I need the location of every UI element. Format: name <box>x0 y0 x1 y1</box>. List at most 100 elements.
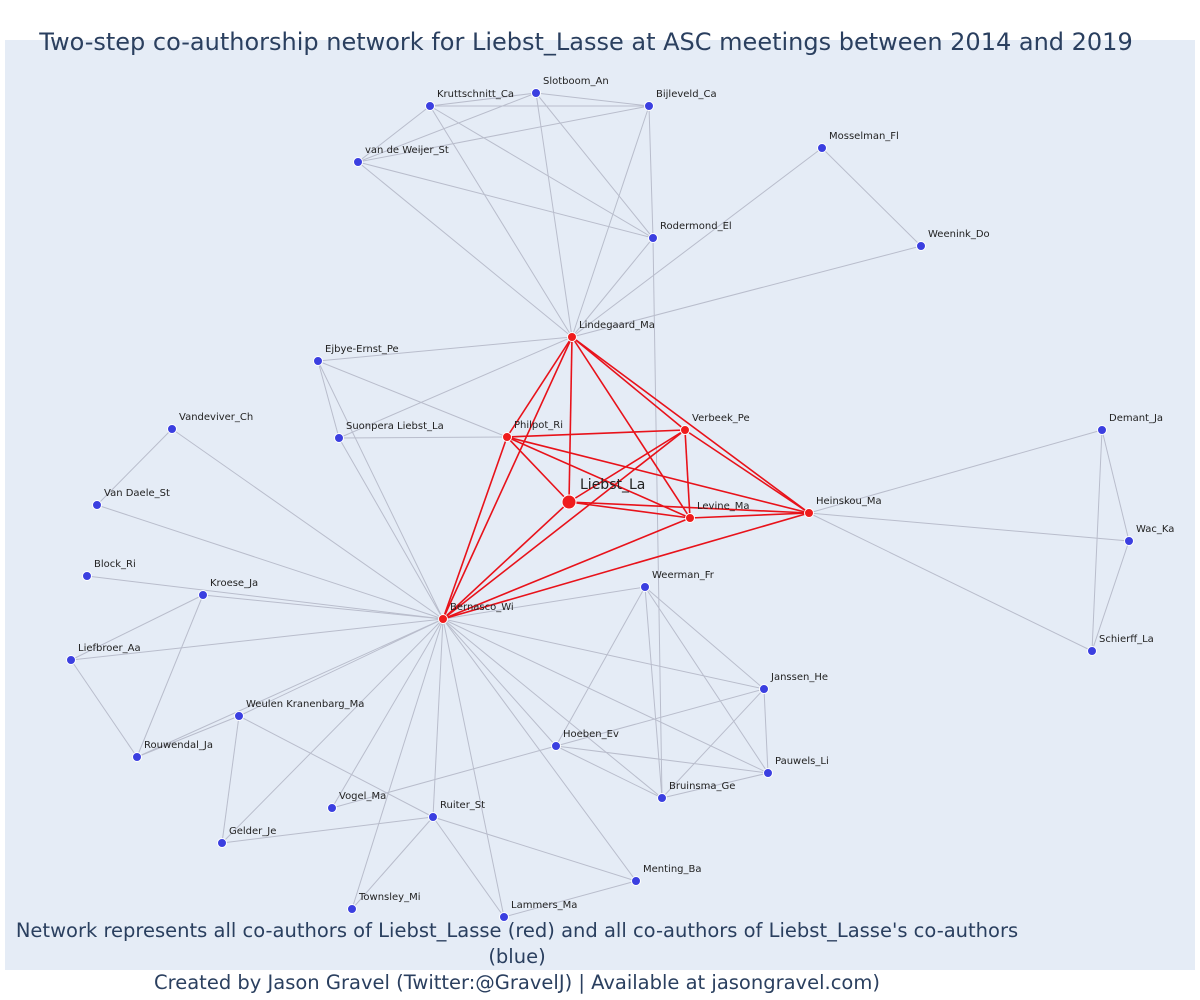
gray-edge-ruiter-st--bernasco-wi <box>432 618 444 818</box>
node-block-ri[interactable] <box>82 571 92 581</box>
node-liebst-la[interactable] <box>561 494 577 510</box>
node-lindegaard-ma[interactable] <box>567 332 577 342</box>
gray-edge-ejbye-ernst-pe--bernasco-wi <box>317 360 444 620</box>
gray-edge-pauwels-li--bernasco-wi <box>442 618 769 774</box>
red-edge-philpot-ri--levine-ma <box>506 436 691 519</box>
gray-edge-hoeben-ev--bernasco-wi <box>442 618 557 747</box>
red-edge-levine-ma--bernasco-wi <box>442 517 691 620</box>
gray-edge-ejbye-ernst-pe--lindegaard-ma <box>317 336 573 362</box>
red-edge-philpot-ri--heinskou-ma <box>506 436 810 514</box>
gray-edge-rodermond-el--bruinsma-ge <box>652 237 663 799</box>
node-label-lindegaard-ma: Lindegaard_Ma <box>579 320 655 331</box>
node-gelder-je[interactable] <box>217 838 227 848</box>
node-label-rodermond-el: Rodermond_El <box>660 221 732 232</box>
gray-edge-hoeben-ev--bruinsma-ge <box>555 745 663 799</box>
node-label-bijleveld-ca: Bijleveld_Ca <box>656 89 717 100</box>
node-townsley-mi[interactable] <box>347 904 357 914</box>
node-label-bruinsma-ge: Bruinsma_Ge <box>669 781 735 792</box>
node-label-weenink-do: Weenink_Do <box>928 229 990 240</box>
red-edge-philpot-ri--bernasco-wi <box>442 436 508 620</box>
node-mosselman-fl[interactable] <box>817 143 827 153</box>
node-verbeek-pe[interactable] <box>680 425 690 435</box>
node-slotboom-an[interactable] <box>531 88 541 98</box>
gray-edge-kruttschnitt-ca--slotboom-an <box>429 92 537 107</box>
gray-edge-rodermond-el--lindegaard-ma <box>571 237 654 338</box>
gray-edge-van-de-weijer-st--rodermond-el <box>357 161 654 239</box>
node-menting-ba[interactable] <box>631 876 641 886</box>
gray-edge-van-de-weijer-st--lindegaard-ma <box>357 161 573 338</box>
gray-edge-townsley-mi--bernasco-wi <box>351 618 444 910</box>
chart-title: Two-step co-authorship network for Liebs… <box>39 28 1133 56</box>
gray-edge-weulen-kranenbarg-ma--rouwendal-ja <box>136 715 240 758</box>
node-vandeviver-ch[interactable] <box>167 424 177 434</box>
node-suonpera-liebst-la[interactable] <box>334 433 344 443</box>
gray-edge-ruiter-st--townsley-mi <box>351 816 434 910</box>
node-label-kruttschnitt-ca: Kruttschnitt_Ca <box>437 89 514 100</box>
node-hoeben-ev[interactable] <box>551 741 561 751</box>
plot-background <box>5 40 1195 970</box>
node-label-wac-ka: Wac_Ka <box>1136 524 1174 535</box>
node-levine-ma[interactable] <box>685 513 695 523</box>
node-label-levine-ma: Levine_Ma <box>697 501 750 512</box>
gray-edge-demant-ja--schierff-la <box>1091 429 1103 652</box>
node-bruinsma-ge[interactable] <box>657 793 667 803</box>
gray-edge-kroese-ja--rouwendal-ja <box>136 594 204 758</box>
node-label-janssen-he: Janssen_He <box>770 672 828 683</box>
gray-edge-ejbye-ernst-pe--philpot-ri <box>317 360 508 438</box>
gray-edge-heinskou-ma--demant-ja <box>808 429 1103 514</box>
gray-edge-liefbroer-aa--rouwendal-ja <box>70 659 138 758</box>
gray-edge-menting-ba--lammers-ma <box>503 880 637 918</box>
node-wac-ka[interactable] <box>1124 536 1134 546</box>
node-vogel-ma[interactable] <box>327 803 337 813</box>
gray-edge-ruiter-st--menting-ba <box>432 816 637 882</box>
red-edge-verbeek-pe--levine-ma <box>684 429 691 519</box>
node-bernasco-wi[interactable] <box>438 614 448 624</box>
gray-edge-weerman-fr--pauwels-li <box>644 586 769 774</box>
red-edge-liebst-la--lindegaard-ma <box>568 336 573 503</box>
node-weerman-fr[interactable] <box>640 582 650 592</box>
gray-edge-bijleveld-ca--lindegaard-ma <box>571 105 650 338</box>
node-rouwendal-ja[interactable] <box>132 752 142 762</box>
node-schierff-la[interactable] <box>1087 646 1097 656</box>
gray-edge-heinskou-ma--wac-ka <box>808 512 1130 542</box>
node-demant-ja[interactable] <box>1097 425 1107 435</box>
gray-edge-kroese-ja--bernasco-wi <box>202 594 444 620</box>
node-philpot-ri[interactable] <box>502 432 512 442</box>
gray-edge-demant-ja--wac-ka <box>1101 429 1130 542</box>
red-edge-liebst-la--philpot-ri <box>506 436 570 503</box>
node-label-philpot-ri: Philpot_Ri <box>514 420 563 431</box>
gray-edge-rouwendal-ja--bernasco-wi <box>136 618 444 758</box>
node-label-vandeviver-ch: Vandeviver_Ch <box>179 412 253 423</box>
node-label-suonpera-liebst-la: Suonpera Liebst_La <box>346 421 444 432</box>
footer-caption: Network represents all co-authors of Lie… <box>0 918 1034 996</box>
node-labels: Liebst_LaLindegaard_MaPhilpot_RiVerbeek_… <box>78 76 1174 911</box>
node-lammers-ma[interactable] <box>499 912 509 922</box>
node-kroese-ja[interactable] <box>198 590 208 600</box>
node-label-hoeben-ev: Hoeben_Ev <box>563 729 619 740</box>
node-label-weerman-fr: Weerman_Fr <box>652 570 715 581</box>
node-kruttschnitt-ca[interactable] <box>425 101 435 111</box>
node-van-de-weijer-st[interactable] <box>353 157 363 167</box>
gray-edges <box>70 92 1130 918</box>
gray-edge-block-ri--bernasco-wi <box>86 575 444 620</box>
node-weenink-do[interactable] <box>916 241 926 251</box>
gray-edge-van-daele-st--bernasco-wi <box>96 504 444 620</box>
gray-edge-mosselman-fl--lindegaard-ma <box>571 147 823 338</box>
node-pauwels-li[interactable] <box>763 768 773 778</box>
node-weulen-kranenbarg-ma[interactable] <box>234 711 244 721</box>
node-heinskou-ma[interactable] <box>804 508 814 518</box>
nodes <box>66 88 1134 922</box>
node-janssen-he[interactable] <box>759 684 769 694</box>
node-rodermond-el[interactable] <box>648 233 658 243</box>
node-ruiter-st[interactable] <box>428 812 438 822</box>
node-label-van-daele-st: Van Daele_St <box>104 488 170 499</box>
node-liefbroer-aa[interactable] <box>66 655 76 665</box>
node-bijleveld-ca[interactable] <box>644 101 654 111</box>
node-van-daele-st[interactable] <box>92 500 102 510</box>
node-label-menting-ba: Menting_Ba <box>643 864 702 875</box>
red-edge-levine-ma--heinskou-ma <box>689 512 810 519</box>
node-label-bernasco-wi: Bernasco_Wi <box>450 602 514 613</box>
node-ejbye-ernst-pe[interactable] <box>313 356 323 366</box>
gray-edge-weerman-fr--janssen-he <box>644 586 765 690</box>
node-label-block-ri: Block_Ri <box>94 559 136 570</box>
